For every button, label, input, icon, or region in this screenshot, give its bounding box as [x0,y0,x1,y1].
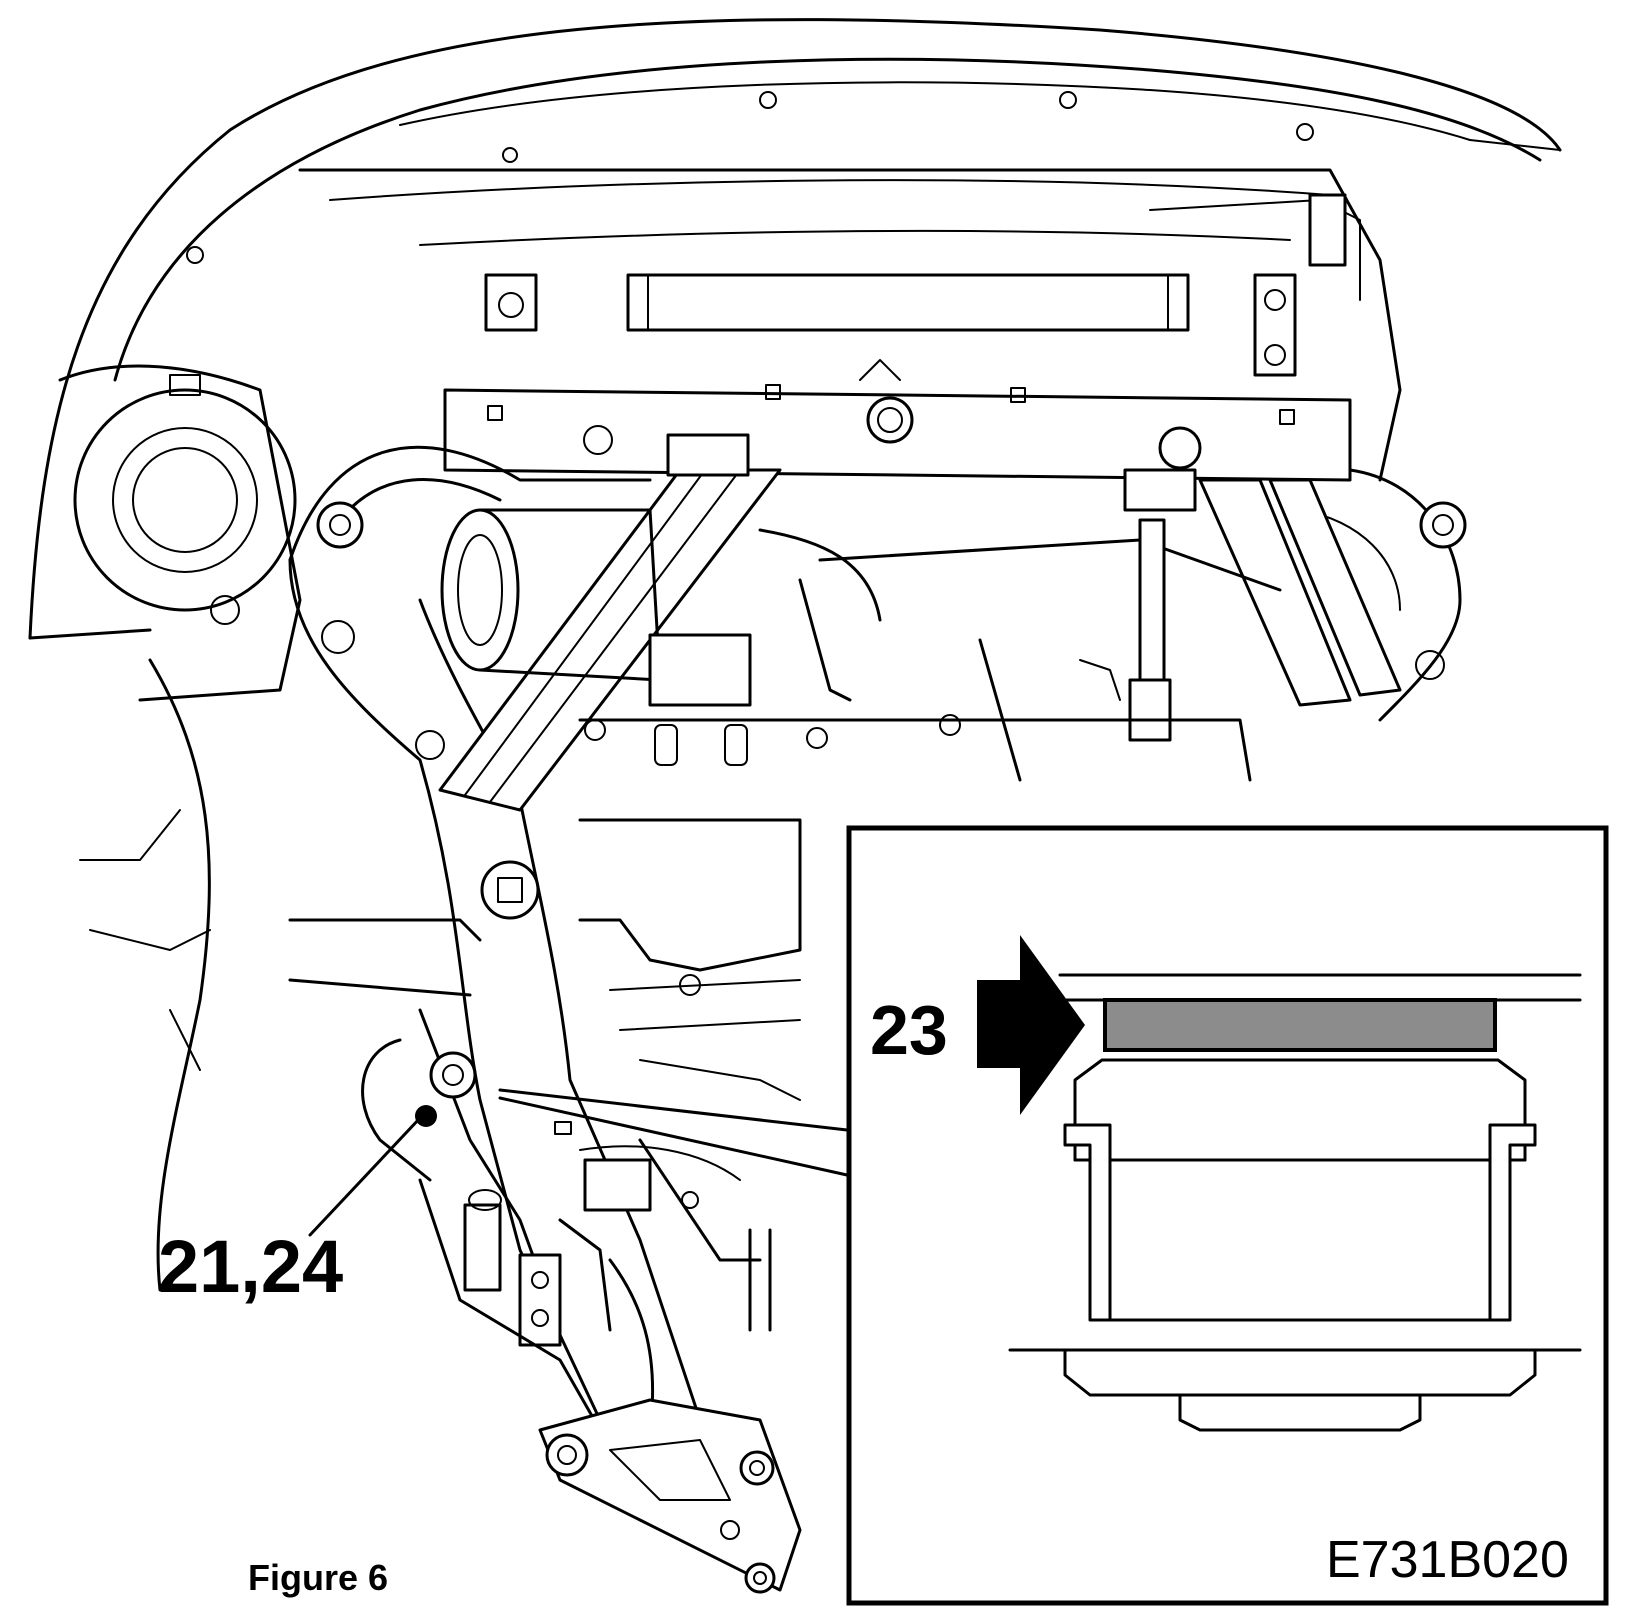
engine-components [440,508,1282,782]
upper-crossmember [186,91,1402,482]
callout-21-24: 21,24 [158,1225,344,1308]
lower-bracket [538,1398,802,1594]
front-beam [443,359,1352,482]
transmission-area [578,818,802,1209]
hood-outline [28,18,1562,640]
arrow-icon [977,935,1085,1115]
figure-code: E731B020 [1326,1531,1569,1589]
shim-plate [1103,998,1497,1052]
inset-leader-lines [308,1088,849,1237]
subframe [288,445,1467,1422]
diagonal-supports [438,433,1402,812]
detail-inset [846,825,1609,1606]
lower-control-arm [79,658,772,1432]
callout-23: 23 [870,991,948,1069]
figure-caption: Figure 6 [248,1557,389,1598]
strut-tower [58,364,355,702]
